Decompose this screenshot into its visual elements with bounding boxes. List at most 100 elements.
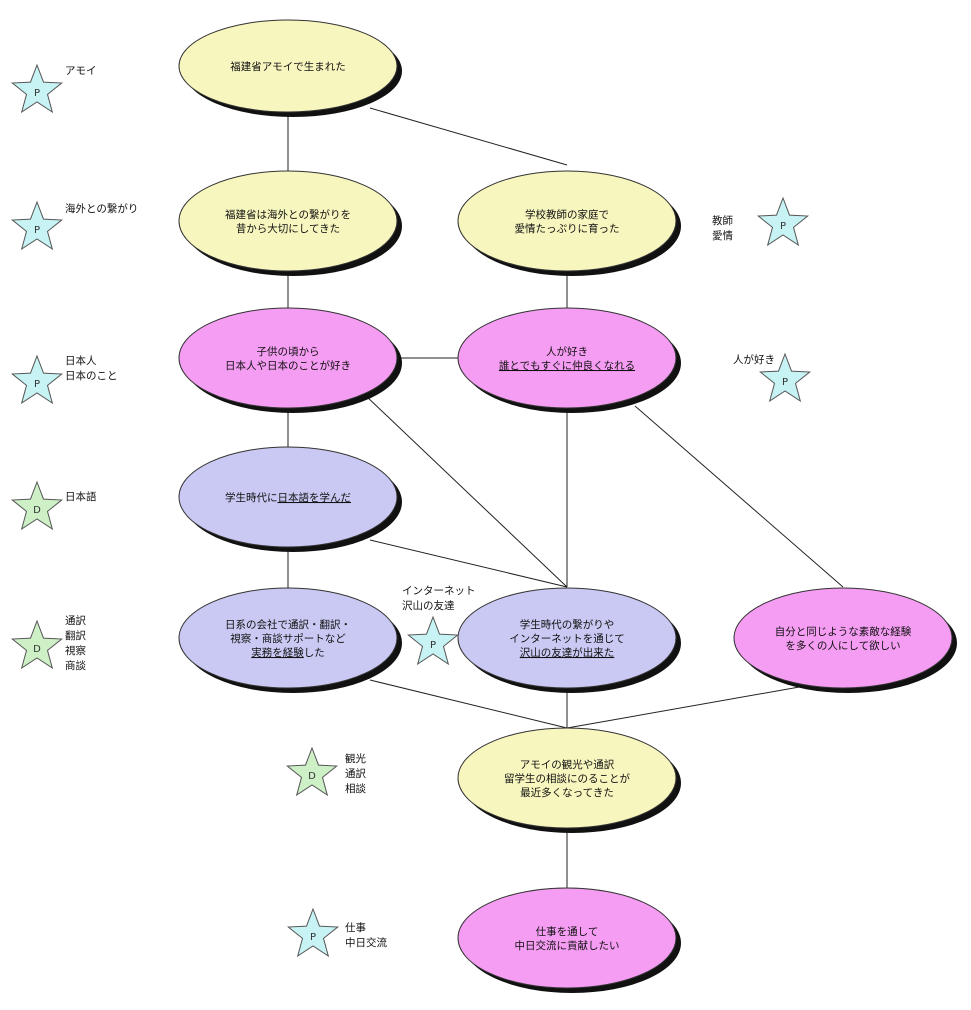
node-text-segment: 仕事を通して <box>536 925 599 938</box>
star-letter: P <box>782 377 788 388</box>
star-letter: P <box>34 379 40 390</box>
node-text-line: 最近多くなってきた <box>520 786 614 799</box>
star-d-icon <box>285 746 339 797</box>
node-text-segment: 学校教師の家庭で <box>525 208 609 221</box>
node-text-segment: 学生時代に <box>225 491 278 504</box>
node-text-line: 福建省アモイで生まれた <box>230 60 346 73</box>
node-text-segment: 愛情たっぷりに育った <box>515 222 620 235</box>
node-text-line: 誰とでもすぐに仲良くなれる <box>499 359 635 372</box>
star-label: 相談 <box>345 782 366 795</box>
star-label: 観光 <box>345 752 366 765</box>
star-label: 沢山の友達 <box>402 599 455 612</box>
star-letter: D <box>33 644 41 655</box>
star-label: 視察 <box>65 644 86 657</box>
node-text-line: 学校教師の家庭で <box>525 208 609 221</box>
star-d-icon <box>10 619 64 670</box>
node-ellipse <box>178 170 398 272</box>
node-text-line: 子供の頃から <box>257 345 320 358</box>
star-letter: D <box>33 505 41 516</box>
edge-layer <box>287 107 844 888</box>
edge-n7-n10 <box>369 679 568 729</box>
star-p-icon <box>10 63 64 114</box>
star-d-icon <box>10 480 64 531</box>
node-text-line: 中日交流に貢献したい <box>515 939 620 952</box>
star-label: 商談 <box>65 659 86 672</box>
node-text-line: 愛情たっぷりに育った <box>515 222 620 235</box>
node-layer: 福建省アモイで生まれた福建省は海外との繋がりを昔から大切にしてきた学校教師の家庭… <box>178 19 957 993</box>
node-text-segment: 視察・商談サポートなど <box>230 632 346 645</box>
node-text-line: 仕事を通して <box>536 925 599 938</box>
node-text-segment: 学生時代の繋がりや <box>520 618 615 631</box>
star-p-icon <box>756 196 810 247</box>
star-letter: D <box>308 771 316 782</box>
star-p-icon <box>406 615 460 666</box>
node-text-segment: 福建省アモイで生まれた <box>230 60 346 73</box>
node-text-line: 学生時代に日本語を学んだ <box>225 491 351 504</box>
node-text-segment: を多くの人にして欲しい <box>785 639 900 652</box>
node-text-segment: 昔から大切にしてきた <box>236 222 340 235</box>
star-label: 翻訳 <box>65 629 86 642</box>
node-text-segment: アモイの観光や通訳 <box>520 758 615 771</box>
node-text-line: 沢山の友達が出来た <box>520 646 615 659</box>
star-label: 仕事 <box>345 921 366 934</box>
node-text-line: 自分と同じような素敵な経験 <box>775 625 912 638</box>
node-ellipse <box>178 446 398 548</box>
node-text-line: 学生時代の繋がりや <box>520 618 615 631</box>
star-letter: P <box>310 932 316 943</box>
star-label: 人が好き <box>733 353 775 366</box>
node-text-segment: 人が好き <box>546 345 588 358</box>
star-letter: P <box>430 640 436 651</box>
star-s6: D 日本語 <box>10 480 97 531</box>
node-text-segment: 福建省は海外との繋がりを <box>225 208 351 221</box>
star-label: 通訳 <box>345 767 366 780</box>
node-text-line: 視察・商談サポートなど <box>230 632 346 645</box>
node-text-segment: 中日交流に貢献したい <box>515 939 620 952</box>
star-label: インターネット <box>402 585 476 597</box>
node-text-line: 実務を経験した <box>251 646 325 659</box>
node-text-line: 昔から大切にしてきた <box>236 222 340 235</box>
star-label: 通訳 <box>65 614 86 627</box>
node-text-line: 日本人や日本のことが好き <box>225 359 351 372</box>
node-text-segment: した <box>304 647 325 659</box>
star-s5: P 人が好き <box>733 352 812 403</box>
node-ellipse <box>178 307 398 409</box>
node-text-segment: 日本語を学んだ <box>278 491 352 504</box>
edge-n6-n8 <box>369 539 568 588</box>
node-text-segment: 自分と同じような素敵な経験 <box>775 625 912 638</box>
star-label: 日本人 <box>65 354 97 367</box>
node-ellipse <box>178 19 398 113</box>
node-ellipse <box>457 587 677 689</box>
node-ellipse <box>178 587 398 689</box>
node-ellipse <box>457 887 677 989</box>
node-text-line: を多くの人にして欲しい <box>785 639 900 652</box>
edge-n5-n9 <box>634 405 844 588</box>
edge-n1-n3 <box>369 107 568 166</box>
star-label: 教師 <box>712 214 733 227</box>
node-text-line: 人が好き <box>546 345 588 358</box>
star-p-icon <box>286 907 340 958</box>
star-label: 中日交流 <box>345 936 387 949</box>
star-letter: P <box>34 225 40 236</box>
star-label: アモイ <box>65 65 97 77</box>
star-label: 日本語 <box>65 490 97 503</box>
edge-n9-n10 <box>566 685 806 729</box>
node-text-line: アモイの観光や通訳 <box>520 758 615 771</box>
node-ellipse <box>457 307 677 409</box>
star-label: 日本のこと <box>65 369 118 382</box>
node-text-segment: 実務を経験 <box>251 646 304 659</box>
